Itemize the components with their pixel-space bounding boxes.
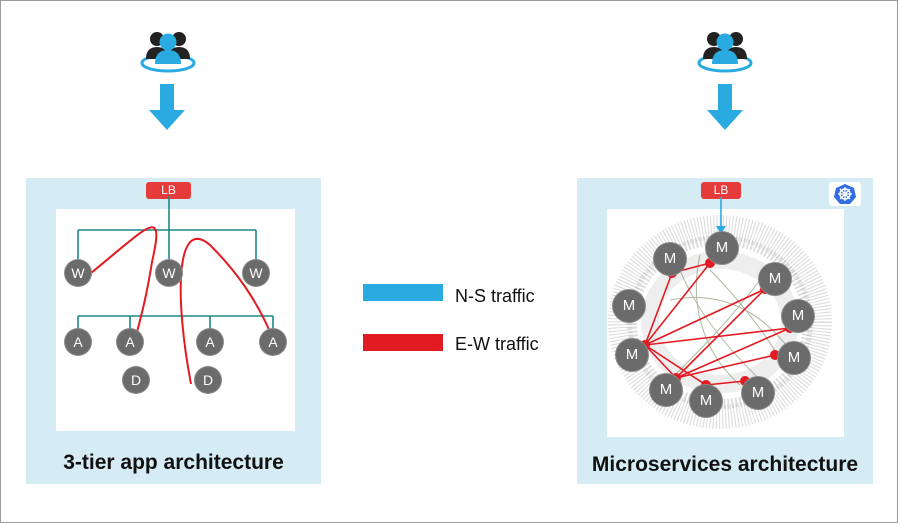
microservice-node: M [613, 290, 645, 322]
web-node: W [243, 260, 269, 286]
microservice-node: M [616, 339, 648, 371]
db-node: D [195, 367, 221, 393]
ew-traffic-curves-left [90, 226, 276, 385]
microservice-node: M [690, 385, 722, 417]
microservice-node: M [742, 377, 774, 409]
microservice-node: M [778, 342, 810, 374]
app-node: A [117, 329, 143, 355]
microservice-node: M [654, 243, 686, 275]
legend-ew-swatch [363, 334, 443, 351]
legend-ns-swatch [363, 284, 443, 301]
microservice-node: M [706, 232, 738, 264]
ns-arrowhead-right-small [716, 226, 726, 234]
lb-badge-right: LB [701, 182, 741, 199]
web-node: W [156, 260, 182, 286]
three-tier-inner [56, 209, 295, 431]
db-node: D [123, 367, 149, 393]
app-node: A [260, 329, 286, 355]
three-tier-title: 3-tier app architecture [63, 451, 284, 474]
three-tier-panel: LB 3-tier app architecture [26, 178, 321, 484]
legend-ew-label: E-W traffic [455, 334, 539, 354]
microservice-node: M [759, 263, 791, 295]
web-node: W [65, 260, 91, 286]
microservice-node: M [782, 300, 814, 332]
kubernetes-icon [829, 182, 861, 206]
app-node: A [197, 329, 223, 355]
microservice-node: M [650, 374, 682, 406]
microservices-title: Microservices architecture [591, 453, 859, 476]
legend-ns-label: N-S traffic [455, 286, 535, 306]
lb-badge-left: LB [146, 182, 191, 199]
app-node: A [65, 329, 91, 355]
ew-traffic-lines-right [644, 262, 791, 386]
